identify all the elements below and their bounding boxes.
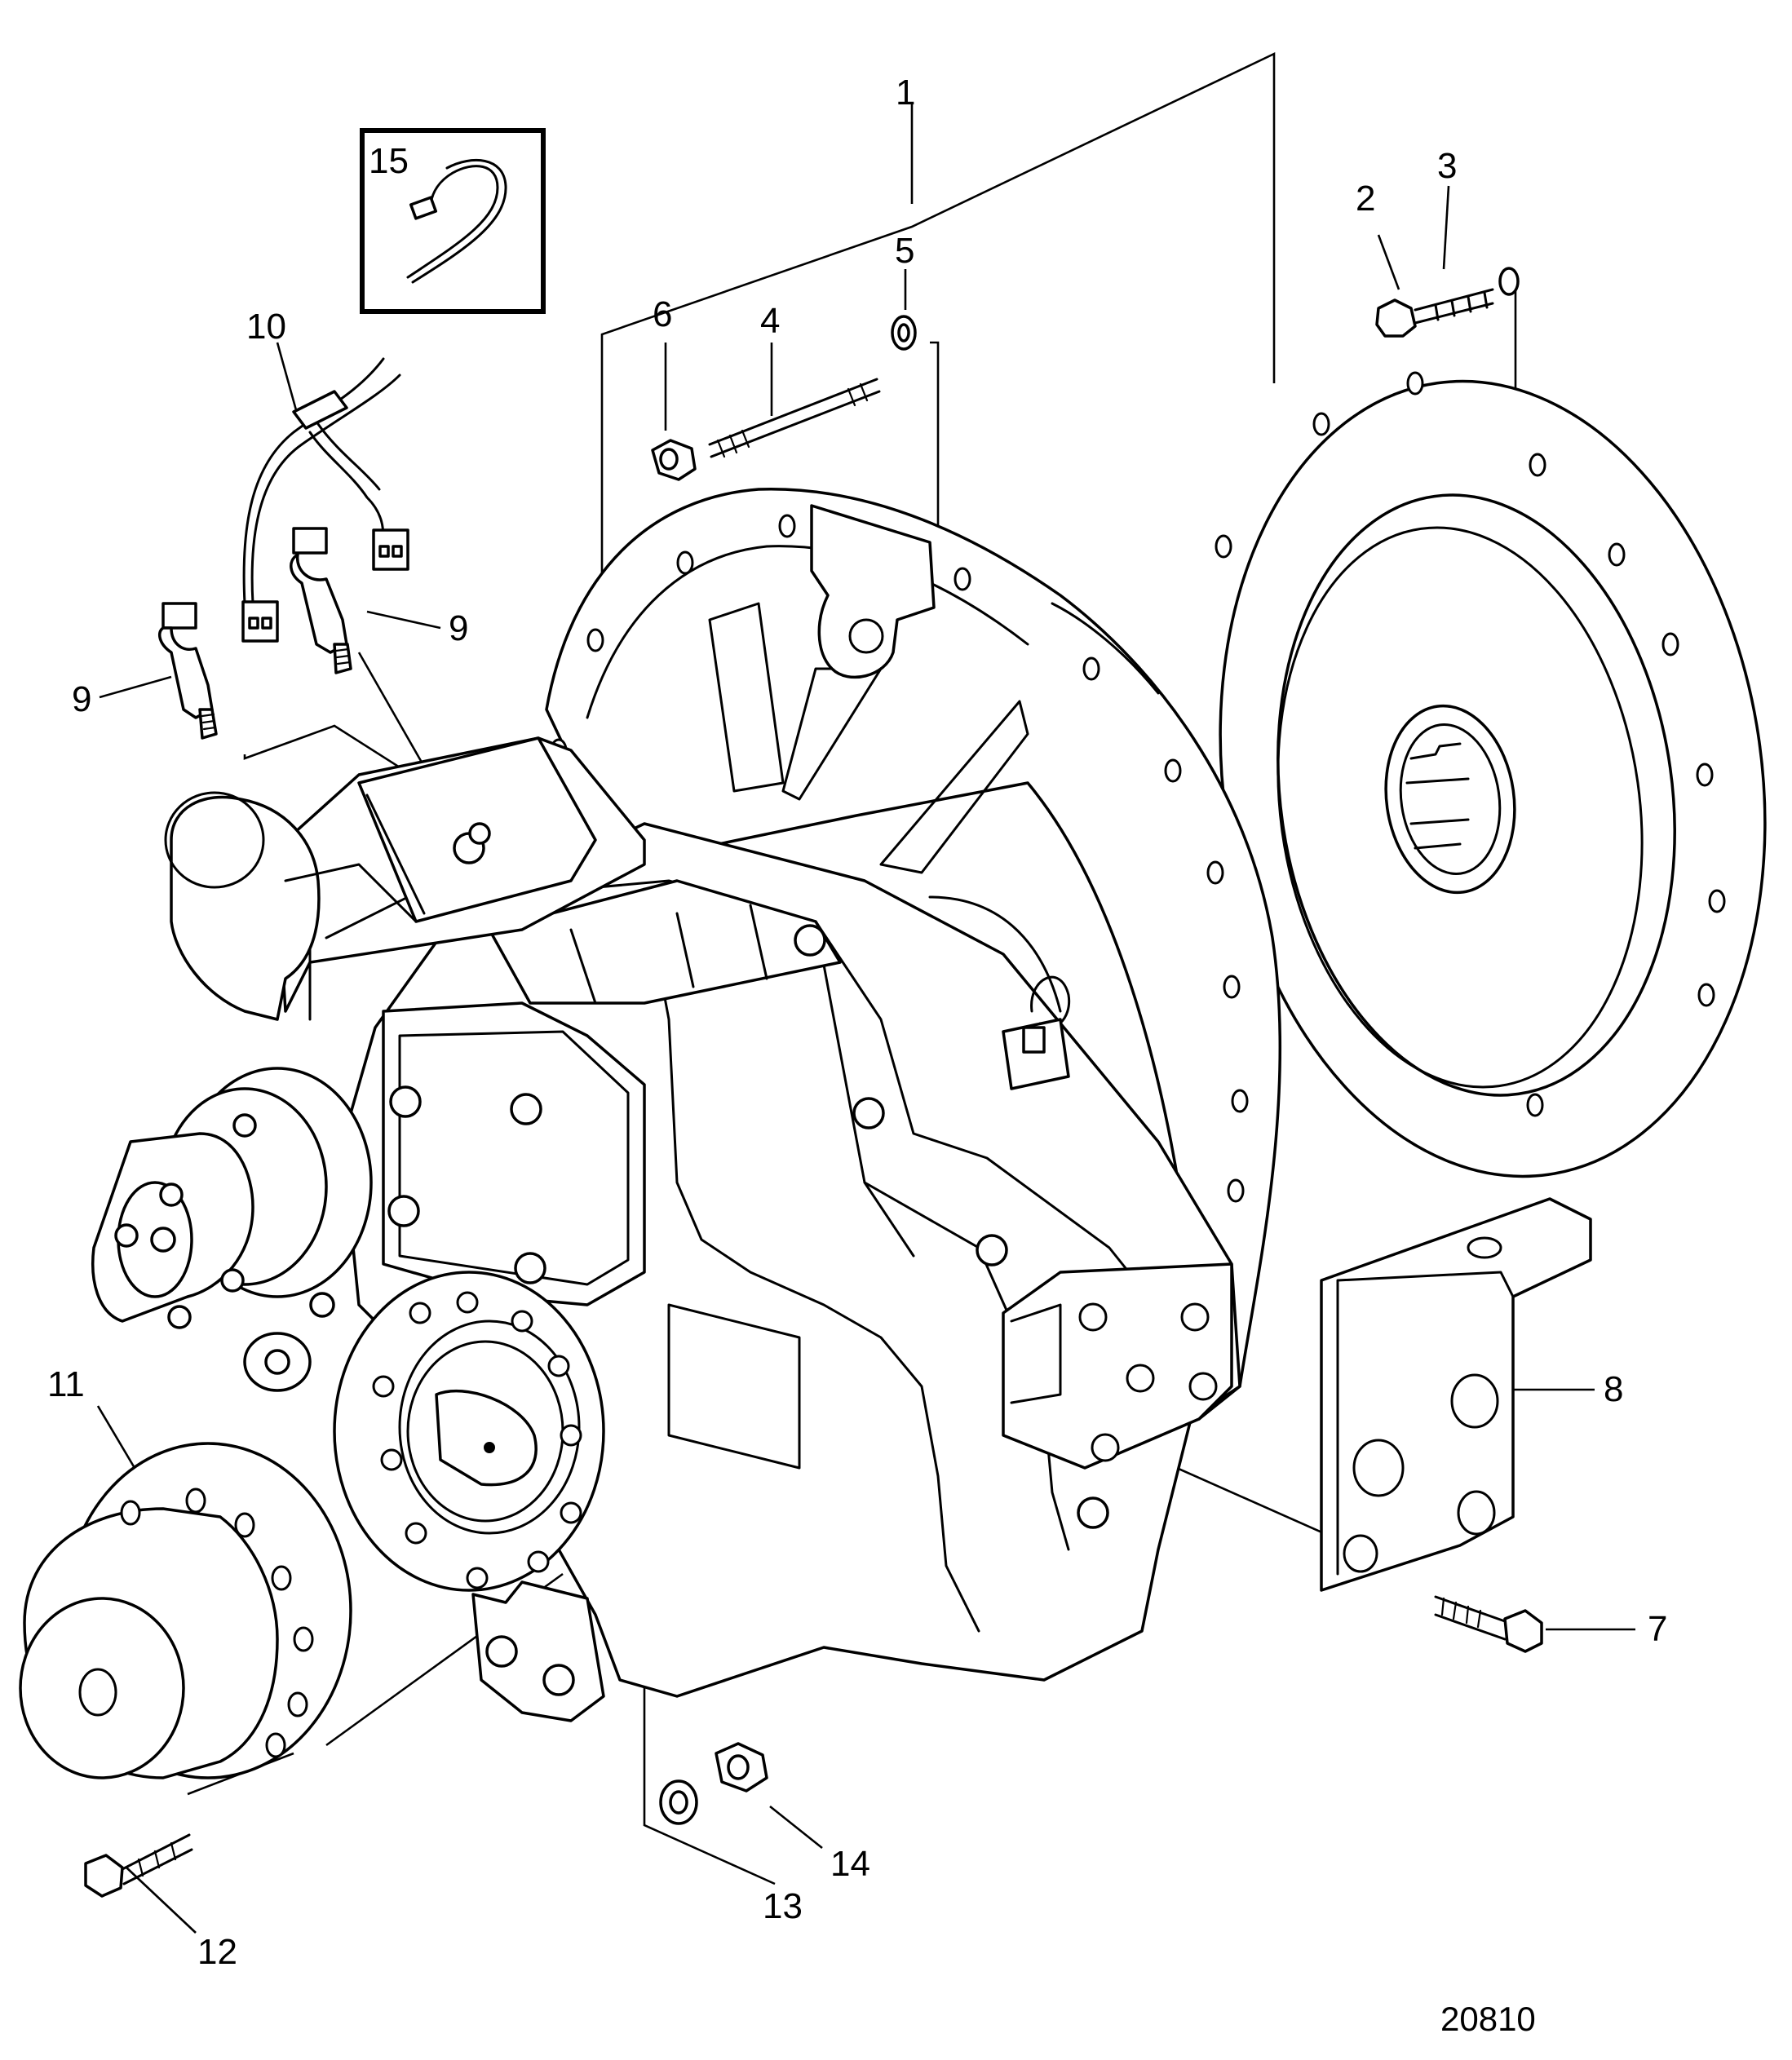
actuator-block xyxy=(164,736,646,1021)
coupling-flange xyxy=(19,1442,352,1779)
callout-12: 12 xyxy=(197,1932,237,1972)
figure-number: 20810 xyxy=(1440,2000,1536,2038)
callout-15: 15 xyxy=(369,141,409,181)
callout-3: 3 xyxy=(1437,146,1457,186)
callout-1: 1 xyxy=(896,73,915,113)
bell-housing xyxy=(545,488,1282,1421)
callout-9-left: 9 xyxy=(72,679,91,719)
drive-plate xyxy=(1215,371,1767,1178)
callout-13: 13 xyxy=(763,1886,803,1926)
fasteners xyxy=(84,267,1543,1898)
callout-6: 6 xyxy=(653,294,672,334)
sensors-and-harness xyxy=(157,357,409,740)
callout-7: 7 xyxy=(1648,1609,1667,1649)
pump-unit xyxy=(91,1067,373,1392)
callout-11: 11 xyxy=(47,1364,85,1404)
mounting-bracket xyxy=(1320,1197,1592,1592)
callout-14: 14 xyxy=(830,1844,870,1884)
output-flange xyxy=(333,1271,605,1722)
callout-4: 4 xyxy=(760,301,780,341)
callout-8: 8 xyxy=(1604,1369,1623,1409)
callout-9-right: 9 xyxy=(449,608,468,648)
callout-5: 5 xyxy=(895,231,914,271)
callout-10: 10 xyxy=(246,307,286,347)
callout-2: 2 xyxy=(1356,179,1375,219)
callout-labels: 1 2 3 4 5 6 7 8 9 9 10 11 12 13 14 15 xyxy=(47,73,1667,1972)
inset-box-part-15 xyxy=(360,128,546,314)
gearbox-housing xyxy=(341,822,1241,1698)
